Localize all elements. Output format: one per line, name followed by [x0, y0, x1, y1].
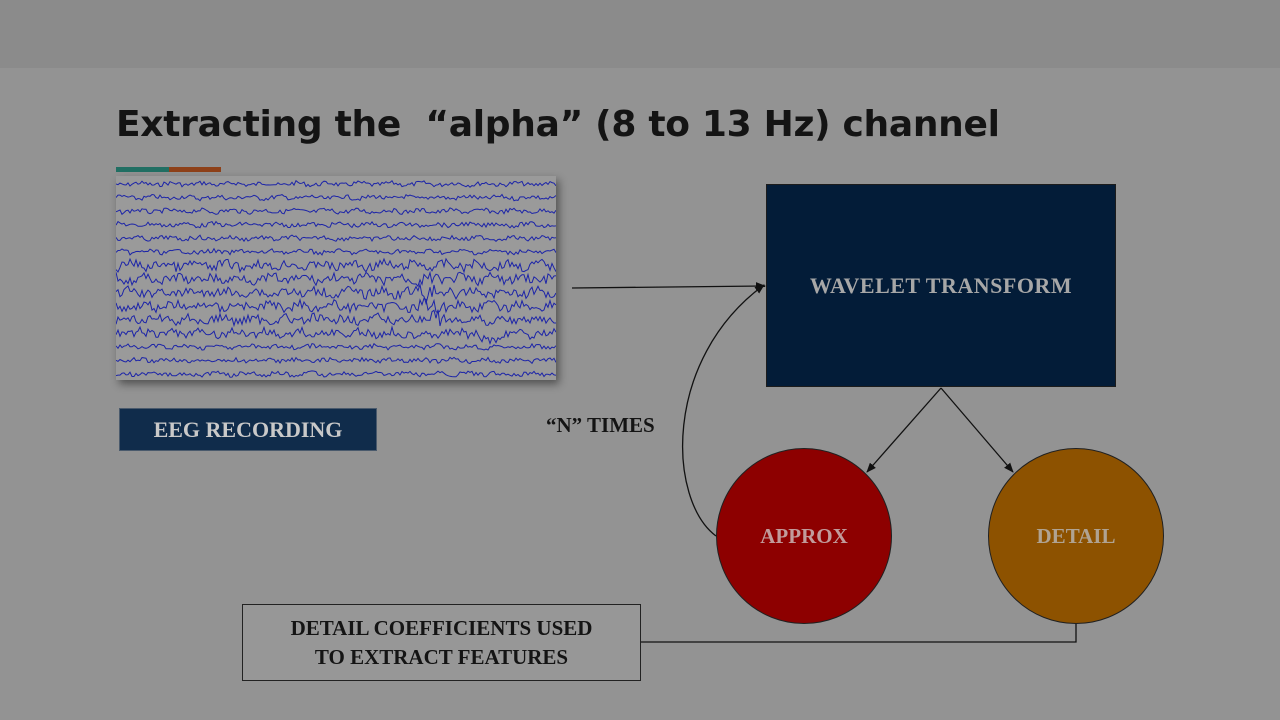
slide-title: Extracting the “alpha” (8 to 13 Hz) chan… [116, 104, 1000, 145]
features-line-1: DETAIL COEFFICIENTS USED [290, 615, 593, 640]
approx-label: APPROX [760, 523, 848, 548]
title-accent-bar-orange [169, 167, 221, 172]
eeg-trace-4 [115, 220, 557, 229]
eeg-trace-3 [115, 207, 557, 216]
eeg-recording-image [115, 176, 557, 380]
detail-coefficients-box: DETAIL COEFFICIENTS USED TO EXTRACT FEAT… [242, 604, 641, 681]
approx-node: APPROX [716, 448, 892, 624]
detail-node: DETAIL [988, 448, 1164, 624]
eeg-trace-5 [115, 234, 557, 243]
title-accent-bar-green [116, 167, 169, 172]
eeg-trace-8 [115, 270, 557, 288]
eeg-trace-11 [115, 309, 556, 328]
eeg-trace-13 [115, 342, 557, 351]
eeg-trace-10 [115, 297, 557, 315]
eeg-trace-7 [115, 257, 557, 274]
eeg-trace-6 [115, 247, 557, 256]
eeg-trace-14 [115, 356, 557, 365]
eeg-recording-label: EEG RECORDING [119, 408, 377, 451]
eeg-trace-15 [115, 370, 557, 378]
n-times-label: “N” TIMES [546, 413, 655, 437]
features-line-2: TO EXTRACT FEATURES [314, 644, 569, 669]
eeg-trace-1 [115, 179, 557, 188]
wavelet-transform-box: WAVELET TRANSFORM [766, 184, 1116, 387]
eeg-waveform-graphic [115, 179, 557, 378]
eeg-trace-12 [115, 325, 557, 346]
eeg-trace-9 [115, 282, 557, 306]
top-band [0, 0, 1280, 68]
eeg-trace-2 [115, 193, 557, 202]
detail-label: DETAIL [1036, 523, 1116, 548]
